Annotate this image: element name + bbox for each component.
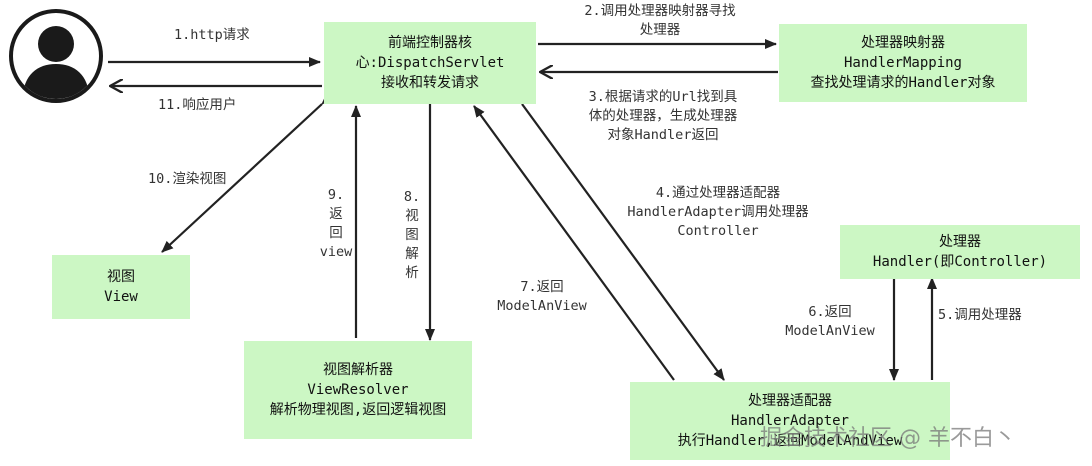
view-title: 视图 — [107, 269, 135, 285]
adapter-title: 处理器适配器 — [748, 393, 832, 409]
arrow-10-render-view — [161, 92, 334, 253]
edge-label-8: 8.视图解析 — [403, 189, 421, 281]
edge-label-3-line1: 3.根据请求的Url找到具 — [588, 89, 738, 105]
edge-label-7-line2: ModelAnView — [497, 298, 587, 314]
mapping-title: 处理器映射器 — [861, 35, 945, 51]
edge-label-6-line2: ModelAnView — [785, 323, 875, 339]
edge-label-9: 9.返回 view — [316, 186, 356, 262]
mapping-name: HandlerMapping — [843, 55, 962, 71]
view-resolver-node: 视图解析器 ViewResolver 解析物理视图,返回逻辑视图 — [244, 341, 472, 439]
edge-label-4-line1: 4.通过处理器适配器 — [655, 185, 781, 201]
edge-label-6: 6.返回 ModelAnView — [780, 303, 880, 341]
watermark: 掘金技术社区 @ 羊不白丶 — [760, 426, 1016, 451]
edge-label-11: 11.响应用户 — [158, 97, 237, 113]
user-icon — [9, 9, 103, 103]
edge-label-6-line1: 6.返回 — [808, 304, 852, 320]
handler-node: 处理器 Handler(即Controller) — [840, 225, 1080, 279]
edge-label-1: 1.http请求 — [174, 27, 250, 43]
edge-label-7: 7.返回 ModelAnView — [492, 278, 592, 316]
dispatcher-desc: 接收和转发请求 — [381, 75, 479, 91]
adapter-desc: 执行Handler,返回ModelAndView — [677, 433, 903, 449]
edge-label-4: 4.通过处理器适配器 HandlerAdapter调用处理器 Controlle… — [612, 184, 824, 241]
edge-label-2-line2: 处理器 — [639, 22, 681, 38]
view-name: View — [104, 289, 138, 305]
handler-mapping-node: 处理器映射器 HandlerMapping 查找处理请求的Handler对象 — [779, 24, 1027, 102]
resolver-title: 视图解析器 — [323, 362, 393, 378]
edge-label-7-line1: 7.返回 — [520, 279, 564, 295]
edge-label-5: 5.调用处理器 — [938, 307, 1022, 323]
arrow-7-return-modelandview — [473, 105, 675, 381]
edge-label-2-line1: 2.调用处理器映射器寻找 — [584, 3, 736, 19]
resolver-name: ViewResolver — [307, 382, 409, 398]
dispatcher-servlet-node: 前端控制器核 心:DispatchServlet 接收和转发请求 — [324, 22, 536, 104]
arrow-4-call-adapter — [521, 103, 725, 381]
handler-title: 处理器 — [939, 234, 981, 250]
edge-label-3: 3.根据请求的Url找到具 体的处理器，生成处理器 对象Handler返回 — [568, 88, 758, 145]
edge-label-10: 10.渲染视图 — [148, 171, 227, 187]
handler-name: Handler(即Controller) — [872, 254, 1048, 270]
edge-label-3-line3: 对象Handler返回 — [607, 127, 719, 143]
edge-label-9-line1: 9.返回 — [327, 187, 345, 241]
edge-label-4-line2: HandlerAdapter调用处理器 — [627, 204, 809, 220]
edge-label-2: 2.调用处理器映射器寻找 处理器 — [560, 2, 760, 40]
resolver-desc: 解析物理视图,返回逻辑视图 — [269, 402, 447, 418]
view-node: 视图 View — [52, 255, 190, 319]
mapping-desc: 查找处理请求的Handler对象 — [810, 75, 996, 91]
dispatcher-title: 前端控制器核 — [388, 35, 472, 51]
edge-label-3-line2: 体的处理器，生成处理器 — [588, 108, 738, 124]
handler-adapter-node: 处理器适配器 HandlerAdapter 执行Handler,返回ModelA… — [630, 382, 950, 460]
dispatcher-name: 心:DispatchServlet — [355, 55, 505, 71]
edge-label-9-line2: view — [319, 244, 353, 260]
edge-label-4-line3: Controller — [677, 223, 759, 239]
adapter-name: HandlerAdapter — [730, 413, 849, 429]
